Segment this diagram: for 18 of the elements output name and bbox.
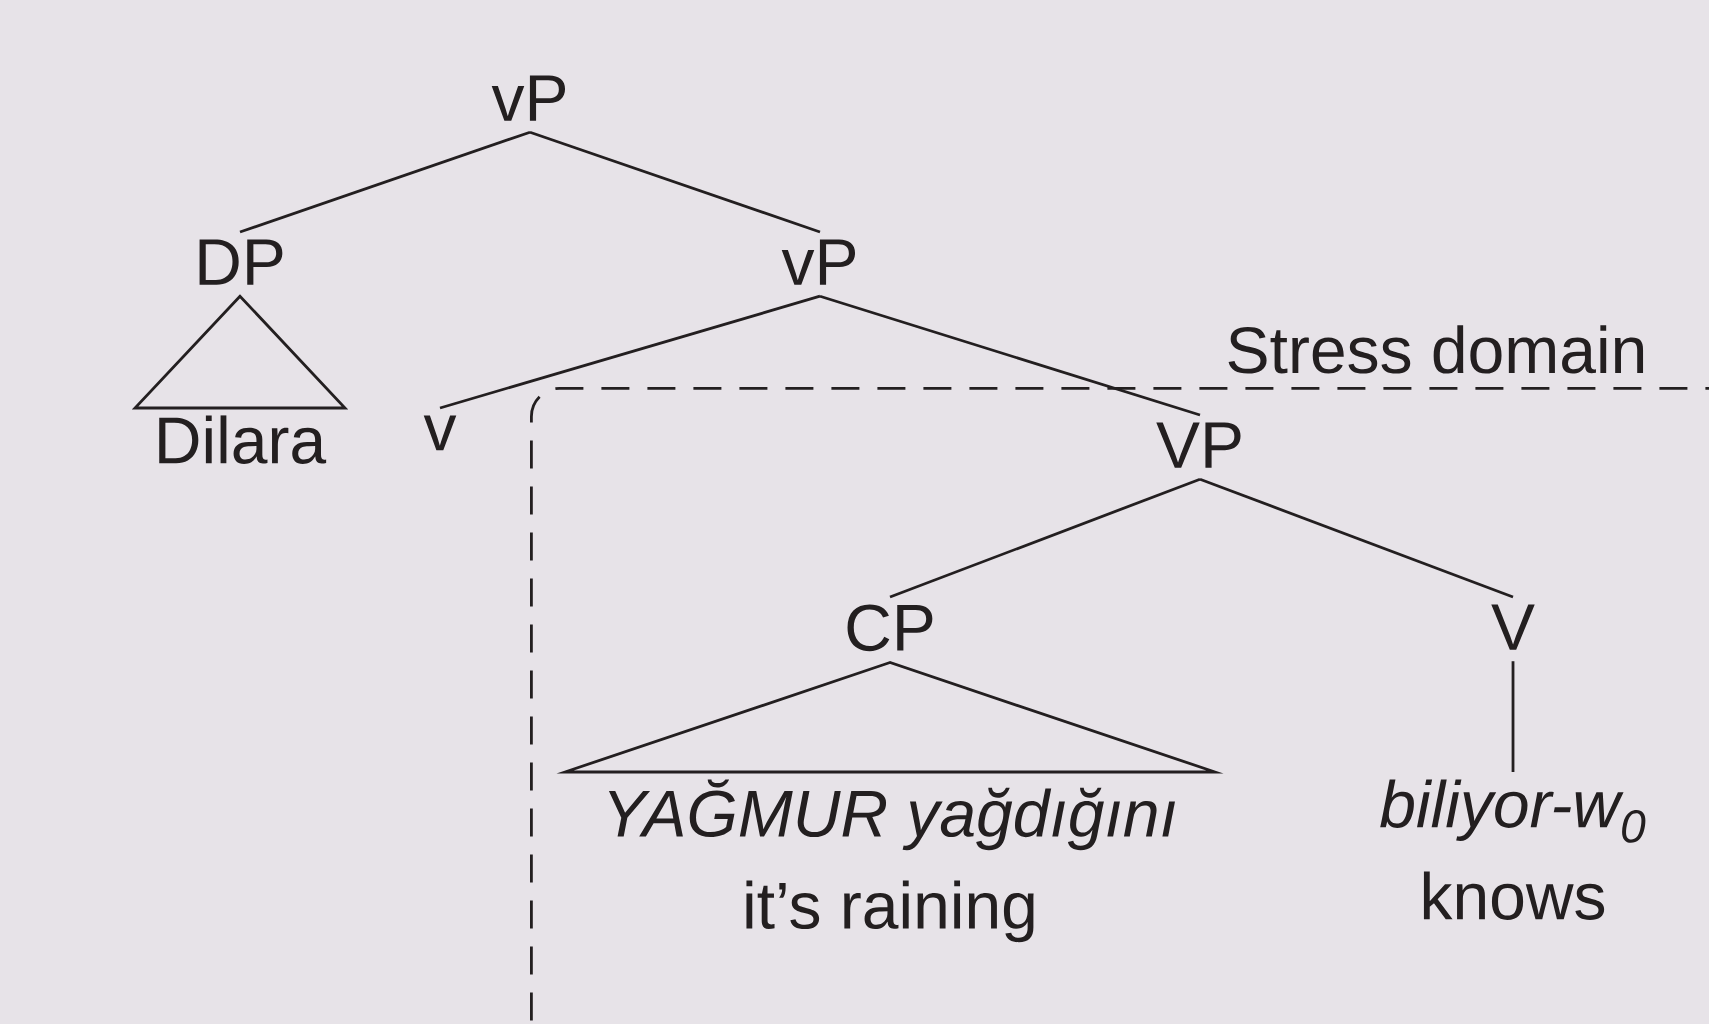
tree-label: vP <box>781 239 855 285</box>
tree-label: VP <box>1156 422 1241 468</box>
word-gloss: biliyor-w$_{0}$ knows <box>1380 779 1646 920</box>
tree-branch <box>239 130 531 234</box>
tree-branch <box>1511 661 1515 772</box>
tree-branch <box>819 294 1201 417</box>
node-label: Stress domain <box>1228 325 1644 374</box>
tree-label: DP <box>199 239 283 285</box>
tree-label: CP <box>847 604 933 652</box>
tree-branch <box>439 294 821 410</box>
tree-label: v <box>423 415 457 451</box>
tree-branch <box>1199 477 1514 599</box>
tree-label: vP <box>491 75 565 121</box>
tree-label: V <box>1491 604 1535 650</box>
tree-branch <box>889 477 1201 599</box>
word-gloss: YAĞMUR yağdığını it’s raining <box>608 779 1175 943</box>
tree-label: Dilara <box>159 415 327 464</box>
tree-branch <box>529 130 821 234</box>
